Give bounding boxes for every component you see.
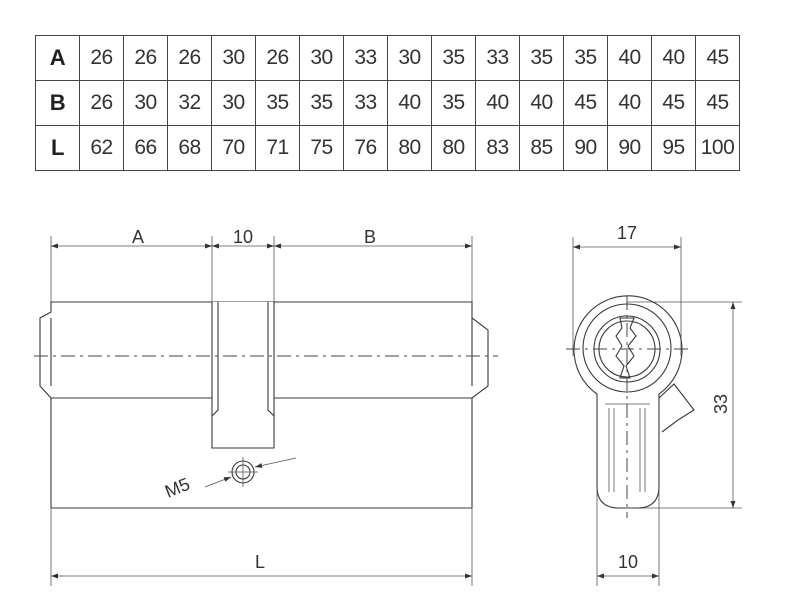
- profile-outline: [573, 295, 683, 509]
- thread-leader-right: [254, 457, 297, 468]
- table-cell: 90: [563, 125, 608, 171]
- label-thread: M5: [162, 474, 193, 502]
- label-dim-l: L: [255, 552, 265, 572]
- keyway: [615, 317, 637, 379]
- thread-leader-left: [204, 476, 232, 488]
- label-dim-b: B: [364, 227, 376, 247]
- table-cell: 90: [607, 125, 652, 171]
- label-dim-a: A: [132, 227, 144, 247]
- cam-slot-outline: [211, 302, 275, 449]
- row-label: B: [35, 80, 80, 126]
- label-dim-33: 33: [711, 394, 731, 414]
- table-cell: 45: [695, 80, 740, 126]
- cam-lever: [658, 383, 695, 433]
- label-dim-10-bottom: 10: [618, 552, 638, 572]
- end-view: 17 33 10: [566, 223, 742, 586]
- table-cell: 32: [167, 80, 212, 126]
- table-cell: 80: [387, 125, 432, 171]
- row-label: L: [35, 125, 80, 171]
- table-cell: 40: [475, 80, 520, 126]
- table-cell: 100: [695, 125, 740, 171]
- table-cell: 76: [343, 125, 388, 171]
- row-label: A: [35, 35, 80, 81]
- table-cell: 26: [167, 35, 212, 81]
- table-cell: 95: [651, 125, 696, 171]
- table-cell: 66: [123, 125, 168, 171]
- table-cell: 45: [695, 35, 740, 81]
- cam-slot-inner-right: [267, 302, 275, 417]
- table-cell: 30: [211, 80, 256, 126]
- table-cell: 35: [519, 35, 564, 81]
- table-cell: 40: [387, 80, 432, 126]
- table-cell: 40: [607, 35, 652, 81]
- label-dim-cam: 10: [233, 227, 253, 247]
- table-cell: 70: [211, 125, 256, 171]
- table-cell: 40: [607, 80, 652, 126]
- table-cell: 85: [519, 125, 564, 171]
- table-cell: 26: [79, 35, 124, 81]
- table-cell: 33: [343, 35, 388, 81]
- side-view: A 10 B M5 L: [34, 227, 498, 586]
- table-cell: 80: [431, 125, 476, 171]
- table-cell: 30: [387, 35, 432, 81]
- table-cell: 40: [651, 35, 696, 81]
- cam-slot-inner-left: [211, 302, 219, 417]
- label-dim-17: 17: [617, 223, 637, 243]
- table-cell: 40: [519, 80, 564, 126]
- table-cell: 45: [651, 80, 696, 126]
- table-cell: 68: [167, 125, 212, 171]
- table-cell: 30: [299, 35, 344, 81]
- table-cell: 35: [431, 35, 476, 81]
- table-cell: 62: [79, 125, 124, 171]
- table-cell: 35: [431, 80, 476, 126]
- table-cell: 71: [255, 125, 300, 171]
- table-cell: 83: [475, 125, 520, 171]
